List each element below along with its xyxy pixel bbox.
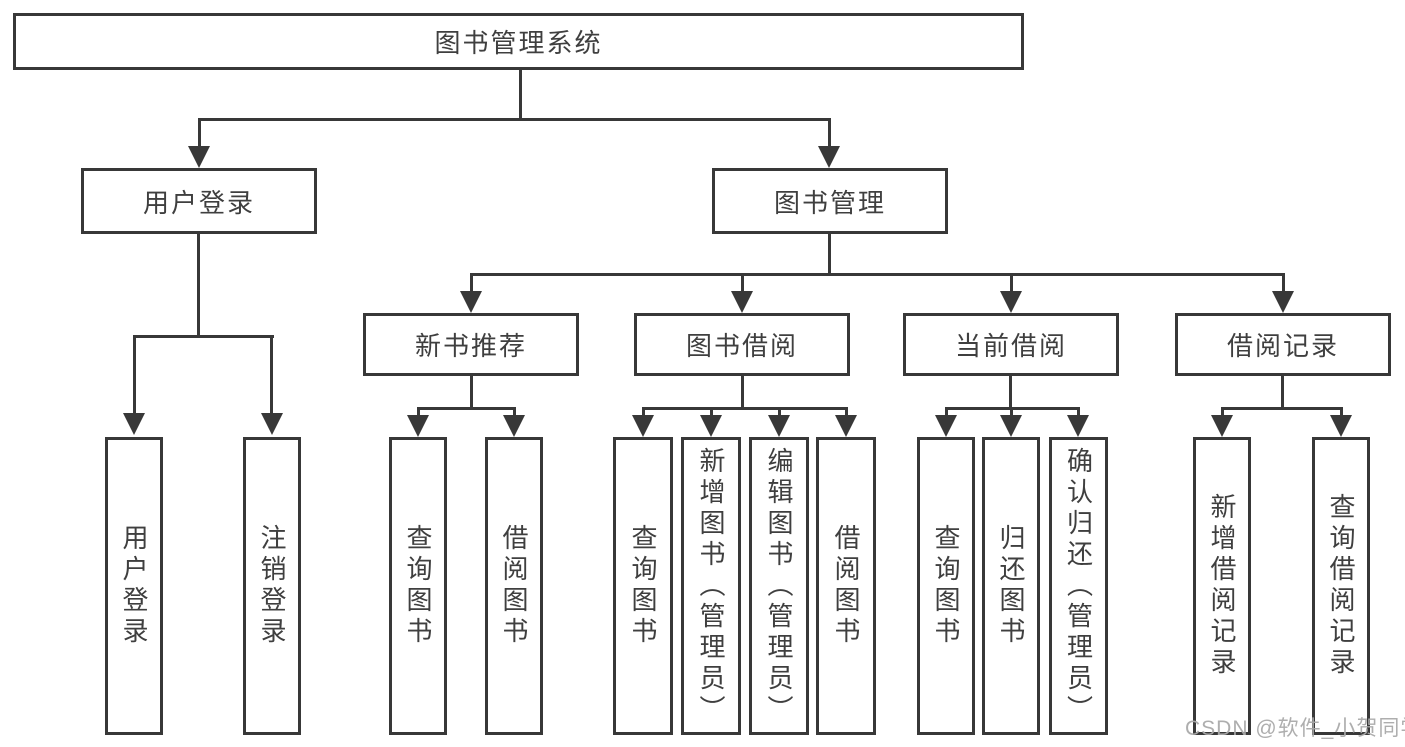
leaf-label: 编辑图书（管理员） [764,446,794,726]
leaf-query-books-borrowing: 查询图书 [613,437,673,735]
connector-line [1282,273,1285,291]
leaf-label: 新增图书（管理员） [696,446,726,726]
arrow-down-icon [700,415,722,437]
leaf-user-login: 用户登录 [105,437,163,735]
leaf-add-book-admin: 新增图书（管理员） [681,437,741,735]
leaf-label: 注销登录 [257,524,287,648]
leaf-label: 借阅图书 [499,524,529,648]
connector-line [133,335,274,338]
leaf-label: 新增借阅记录 [1207,493,1237,679]
leaf-label: 查询图书 [628,524,658,648]
leaf-query-borrow-record: 查询借阅记录 [1312,437,1370,735]
connector-line [1009,376,1012,407]
node-user-login: 用户登录 [81,168,317,234]
leaf-label: 查询借阅记录 [1326,493,1356,679]
arrow-down-icon [1272,291,1294,313]
leaf-label: 查询图书 [931,524,961,648]
leaf-confirm-return-admin: 确认归还（管理员） [1049,437,1108,735]
arrow-down-icon [1000,415,1022,437]
arrow-down-icon [460,291,482,313]
connector-line [133,335,136,413]
leaf-label: 归还图书 [996,524,1026,648]
connector-line [828,234,831,273]
connector-line [417,407,516,410]
connector-line [1010,407,1013,415]
leaf-query-books-recommend: 查询图书 [389,437,447,735]
arrow-down-icon [632,415,654,437]
arrow-down-icon [503,415,525,437]
connector-line [470,273,473,291]
connector-line [710,407,713,415]
arrow-down-icon [188,146,210,168]
leaf-label: 确认归还（管理员） [1063,446,1094,726]
leaf-label: 用户登录 [119,524,149,648]
connector-line [642,407,848,410]
connector-line [828,118,831,146]
arrow-down-icon [261,413,283,435]
arrow-down-icon [731,291,753,313]
connector-line [513,407,516,415]
node-book-management: 图书管理 [712,168,948,234]
connector-line [417,407,420,415]
arrow-down-icon [818,146,840,168]
leaf-edit-book-admin: 编辑图书（管理员） [749,437,809,735]
leaf-return-books: 归还图书 [982,437,1040,735]
leaf-label: 借阅图书 [831,524,861,648]
connector-line [1077,407,1080,415]
arrow-down-icon [1330,415,1352,437]
node-new-book-recommendation: 新书推荐 [363,313,579,376]
connector-line [197,234,200,335]
leaf-borrow-books-recommend: 借阅图书 [485,437,543,735]
node-book-borrowing: 图书借阅 [634,313,850,376]
connector-line [1221,407,1343,410]
arrow-down-icon [123,413,145,435]
arrow-down-icon [835,415,857,437]
connector-line [741,376,744,407]
connector-line [1340,407,1343,415]
node-library-management-system: 图书管理系统 [13,13,1024,70]
connector-line [198,118,831,121]
connector-line [519,70,522,118]
watermark: CSDN @软件_小贺同学 [1185,717,1405,740]
connector-line [1281,376,1284,407]
arrow-down-icon [1067,415,1089,437]
connector-line [642,407,645,415]
connector-line [778,407,781,415]
connector-line [270,335,273,413]
leaf-query-books-current: 查询图书 [917,437,975,735]
connector-line [1221,407,1224,415]
connector-line [198,118,201,146]
node-borrowing-records: 借阅记录 [1175,313,1391,376]
connector-line [1010,273,1013,291]
connector-line [845,407,848,415]
leaf-add-borrow-record: 新增借阅记录 [1193,437,1251,735]
arrow-down-icon [407,415,429,437]
arrow-down-icon [1000,291,1022,313]
connector-line [945,407,948,415]
leaf-logout: 注销登录 [243,437,301,735]
connector-line [470,376,473,407]
arrow-down-icon [768,415,790,437]
leaf-borrow-books: 借阅图书 [816,437,876,735]
arrow-down-icon [1211,415,1233,437]
leaf-label: 查询图书 [403,524,433,648]
connector-line [470,273,1284,276]
arrow-down-icon [935,415,957,437]
node-current-borrowing: 当前借阅 [903,313,1119,376]
connector-line [741,273,744,291]
